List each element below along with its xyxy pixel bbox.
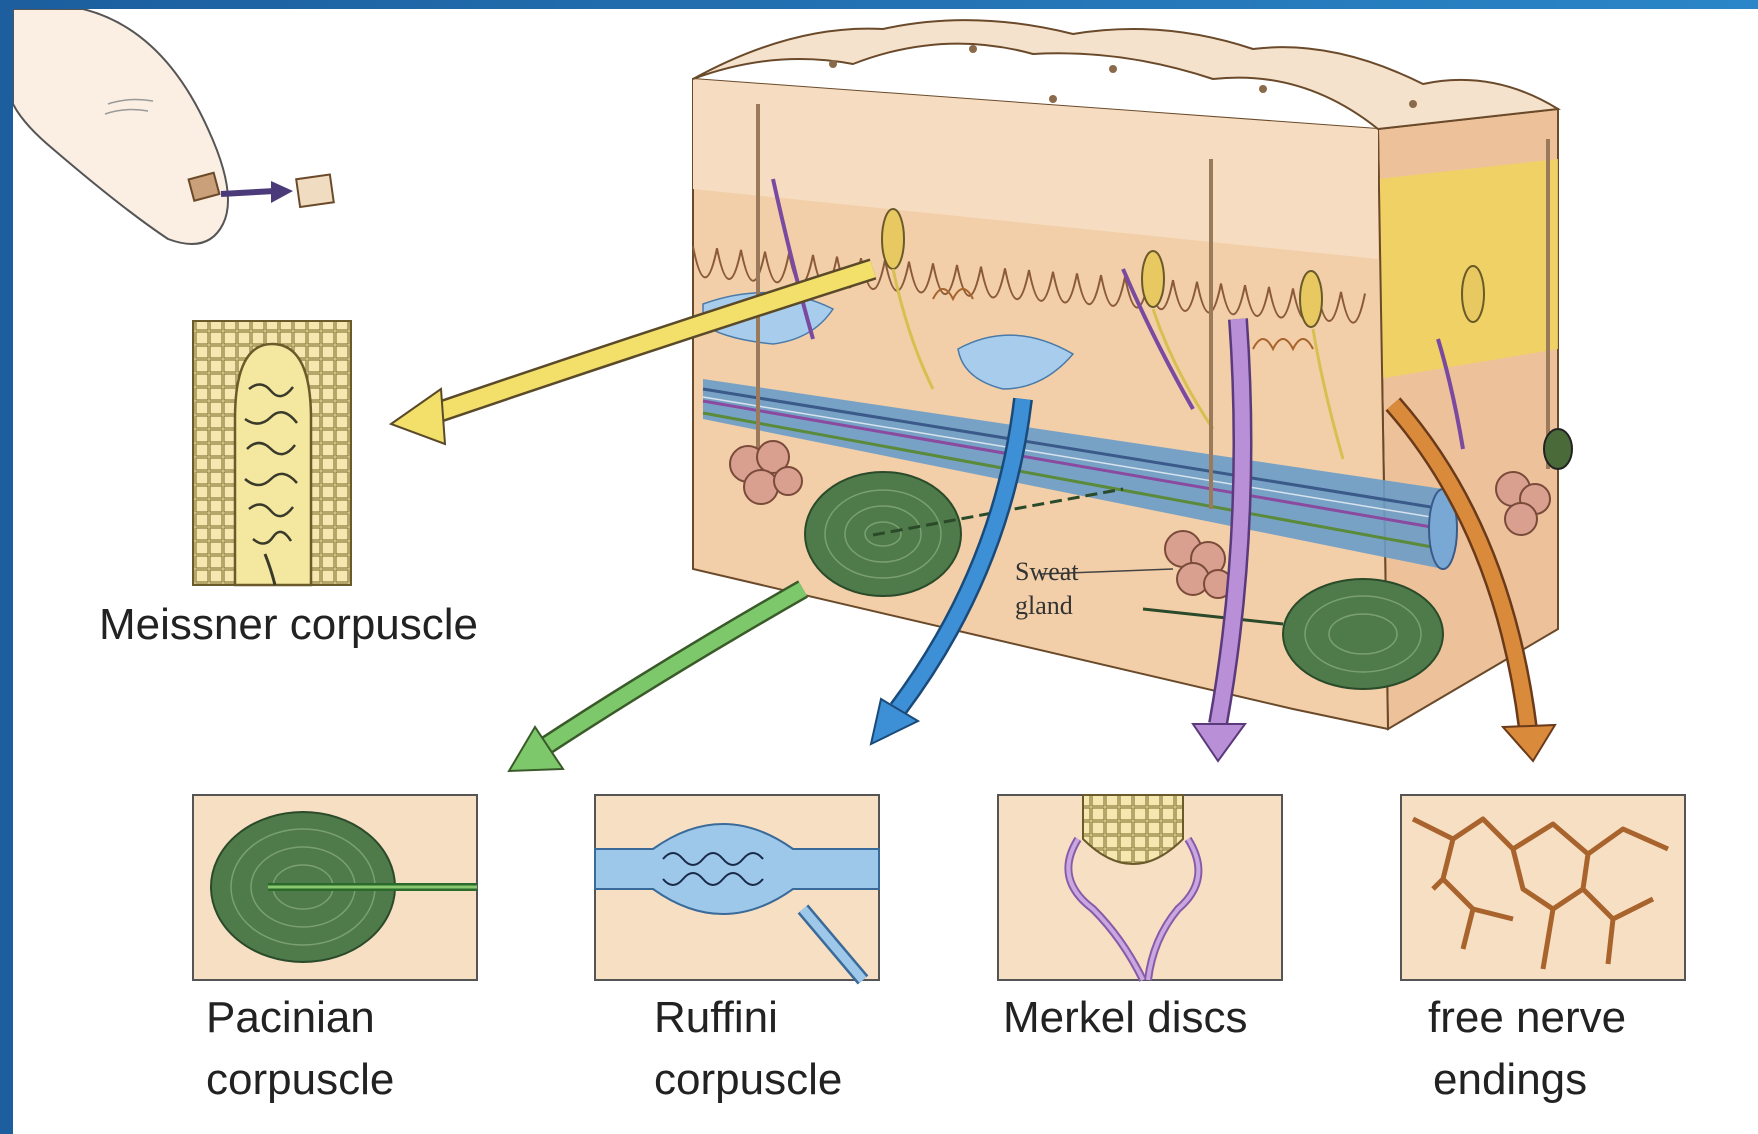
sweat-gland-label-line1: Sweat (1015, 557, 1079, 587)
diagram-canvas: Meissner corpuscle Sweat gland Pacinian … (13, 9, 1758, 1134)
diagram-svg (13, 9, 1758, 1134)
free-nerve-panel (1401, 795, 1685, 980)
pacinian-arrow (509, 589, 803, 771)
skin-block (693, 20, 1572, 729)
sweat-gland-label-line2: gland (1015, 591, 1073, 621)
meissner-label: Meissner corpuscle (99, 594, 478, 656)
meissner-inset (193, 321, 351, 585)
free-nerve-label-line2: endings (1433, 1049, 1587, 1111)
pacinian-label-line1: Pacinian (206, 987, 375, 1049)
merkel-panel (998, 795, 1282, 980)
merkel-label: Merkel discs (1003, 987, 1248, 1049)
ruffini-label-line1: Ruffini (654, 987, 778, 1049)
ruffini-panel (595, 795, 879, 980)
pacinian-panel (193, 795, 477, 980)
finger-illustration (13, 9, 334, 244)
free-nerve-label-line1: free nerve (1428, 987, 1626, 1049)
ruffini-label-line2: corpuscle (654, 1049, 842, 1111)
pacinian-label-line2: corpuscle (206, 1049, 394, 1111)
